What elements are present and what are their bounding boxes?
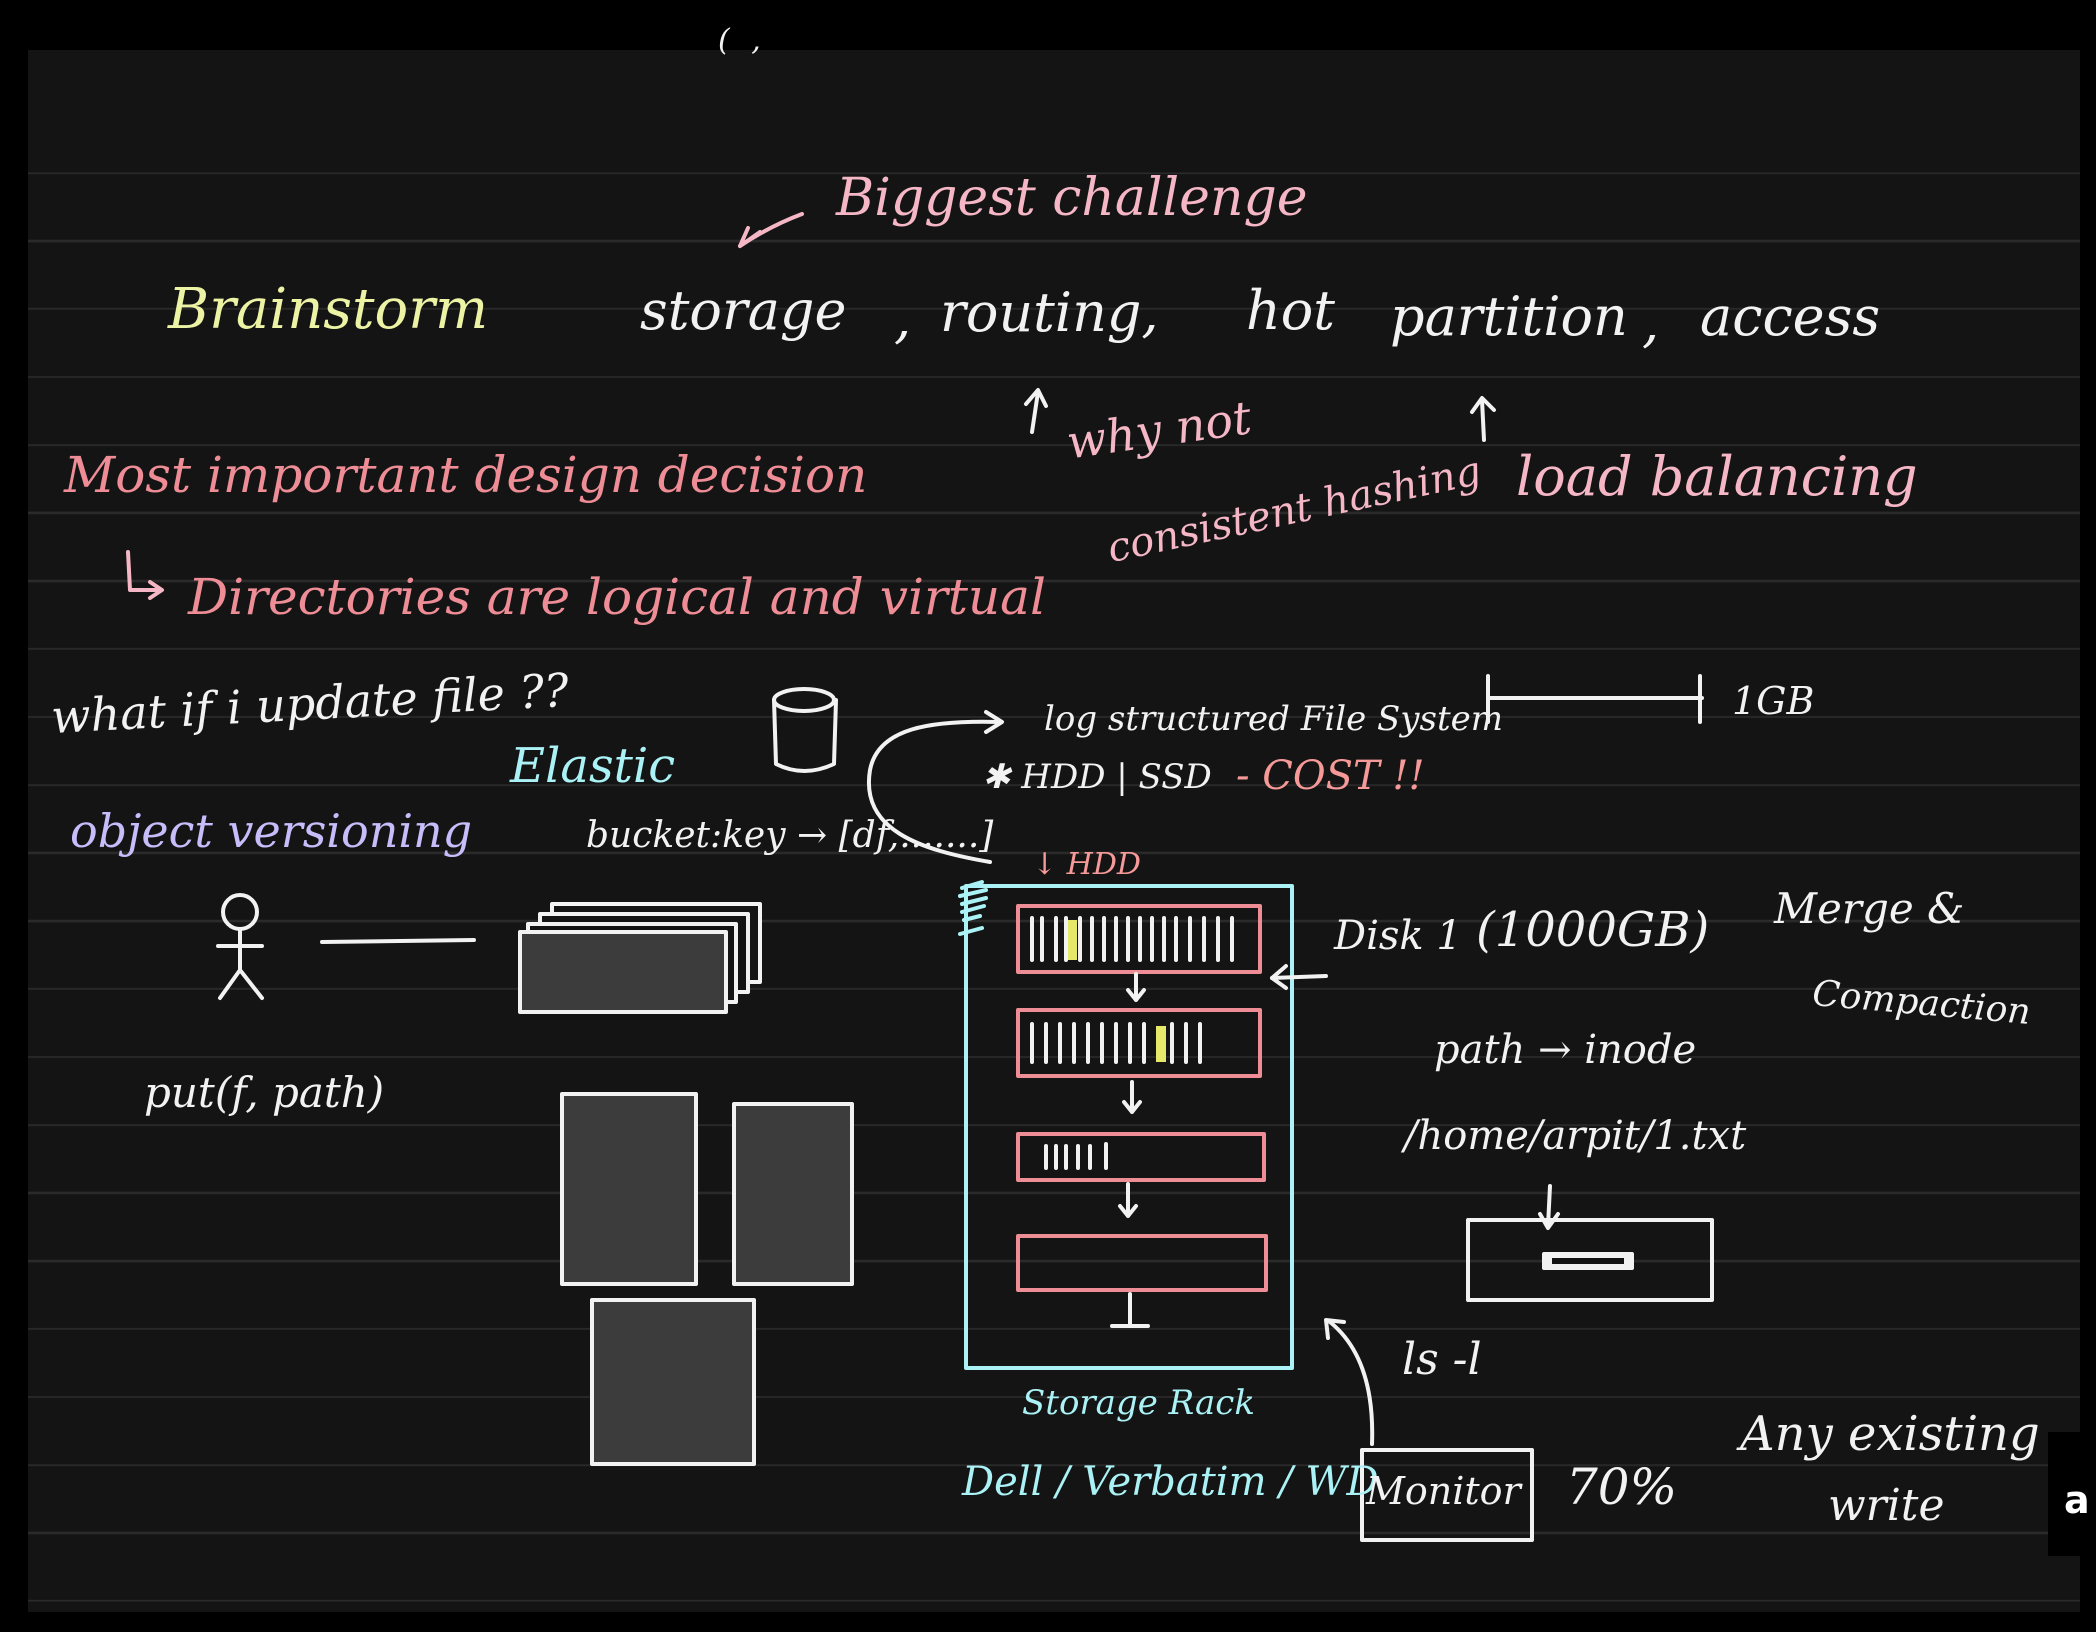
disk-chain-arrows bbox=[1110, 972, 1150, 1328]
cost-label: - COST !! bbox=[1236, 753, 1425, 799]
vendors-label: Dell / Verbatim / WD bbox=[962, 1459, 1379, 1505]
write-label: write bbox=[1828, 1480, 1945, 1531]
disk-capacity-label: (1000GB) bbox=[1476, 902, 1710, 958]
hdd-ssd-label: ✱ HDD | SSD bbox=[982, 757, 1212, 797]
stick-figure-icon bbox=[216, 893, 264, 1000]
topic-hot: hot bbox=[1246, 279, 1335, 342]
topic-access: access bbox=[1700, 285, 1881, 348]
one-gb-bracket bbox=[1486, 674, 1704, 724]
percent-label: 70% bbox=[1566, 1458, 1678, 1516]
user-link-line bbox=[320, 938, 476, 944]
storage-rack bbox=[958, 880, 1294, 1370]
lsfs-label: log structured File System bbox=[1044, 699, 1503, 739]
ruled-notes-page bbox=[28, 50, 2080, 1612]
disk1-fill-marks bbox=[1030, 916, 1234, 962]
elastic-label: Elastic bbox=[510, 738, 676, 794]
disk3-fill-marks bbox=[1044, 1142, 1108, 1170]
object-blocks bbox=[560, 1092, 854, 1466]
ls-l-label: ls -l bbox=[1402, 1334, 1482, 1385]
biggest-challenge-label: Biggest challenge bbox=[836, 168, 1308, 228]
lsfs-curve-arrow bbox=[866, 710, 1004, 864]
hdd-label: ↓ HDD bbox=[1032, 847, 1141, 882]
disk-1-label: Disk 1 bbox=[1334, 913, 1462, 959]
header-scrap: ( , bbox=[718, 23, 767, 58]
disk2-highlight bbox=[1156, 1026, 1166, 1062]
merge-label: Merge & bbox=[1774, 884, 1965, 933]
rack-corner-scribble bbox=[958, 880, 988, 936]
disk2-fill-marks bbox=[1030, 1022, 1202, 1064]
challenge-arrow bbox=[738, 212, 804, 248]
topic-comma-1: , bbox=[894, 287, 912, 350]
inode-box bbox=[1466, 1184, 1714, 1302]
database-cylinder-icon bbox=[772, 687, 838, 773]
partition-up-arrow bbox=[1470, 396, 1496, 442]
disk1-highlight bbox=[1068, 920, 1077, 960]
one-gb-label: 1GB bbox=[1732, 679, 1815, 723]
put-call-label: put(f, path) bbox=[144, 1068, 385, 1117]
storage-rack-label: Storage Rack bbox=[1022, 1383, 1255, 1423]
home-path-label: /home/arpit/1.txt bbox=[1404, 1113, 1747, 1159]
path-inode-label: path → inode bbox=[1434, 1027, 1697, 1073]
most-important-label: Most important design decision bbox=[64, 446, 868, 504]
versioned-object-stack bbox=[518, 902, 762, 1014]
routing-up-arrow bbox=[1024, 388, 1048, 434]
disk1-pointer-arrow bbox=[1270, 964, 1328, 990]
corner-letter: a bbox=[2064, 1478, 2090, 1522]
topic-comma-2: , bbox=[1642, 291, 1660, 354]
topic-routing: routing, bbox=[940, 281, 1159, 344]
object-versioning-label: object versioning bbox=[70, 804, 473, 858]
load-balancing-label: load balancing bbox=[1516, 445, 1918, 508]
monitor-label: Monitor bbox=[1366, 1469, 1521, 1513]
topic-partition: partition bbox=[1390, 285, 1628, 348]
brainstorm-label: Brainstorm bbox=[168, 277, 489, 342]
directories-label: Directories are logical and virtual bbox=[188, 568, 1046, 626]
corner-overlay: a bbox=[2048, 1432, 2096, 1556]
bucket-key-label: bucket:key → [df,.......] bbox=[586, 815, 994, 856]
monitor-arrow bbox=[1324, 1318, 1375, 1446]
any-existing-label: Any existing bbox=[1740, 1406, 2040, 1462]
monitor-box bbox=[1360, 1448, 1534, 1542]
topic-storage: storage bbox=[640, 279, 847, 342]
sub-point-arrow bbox=[126, 550, 164, 600]
